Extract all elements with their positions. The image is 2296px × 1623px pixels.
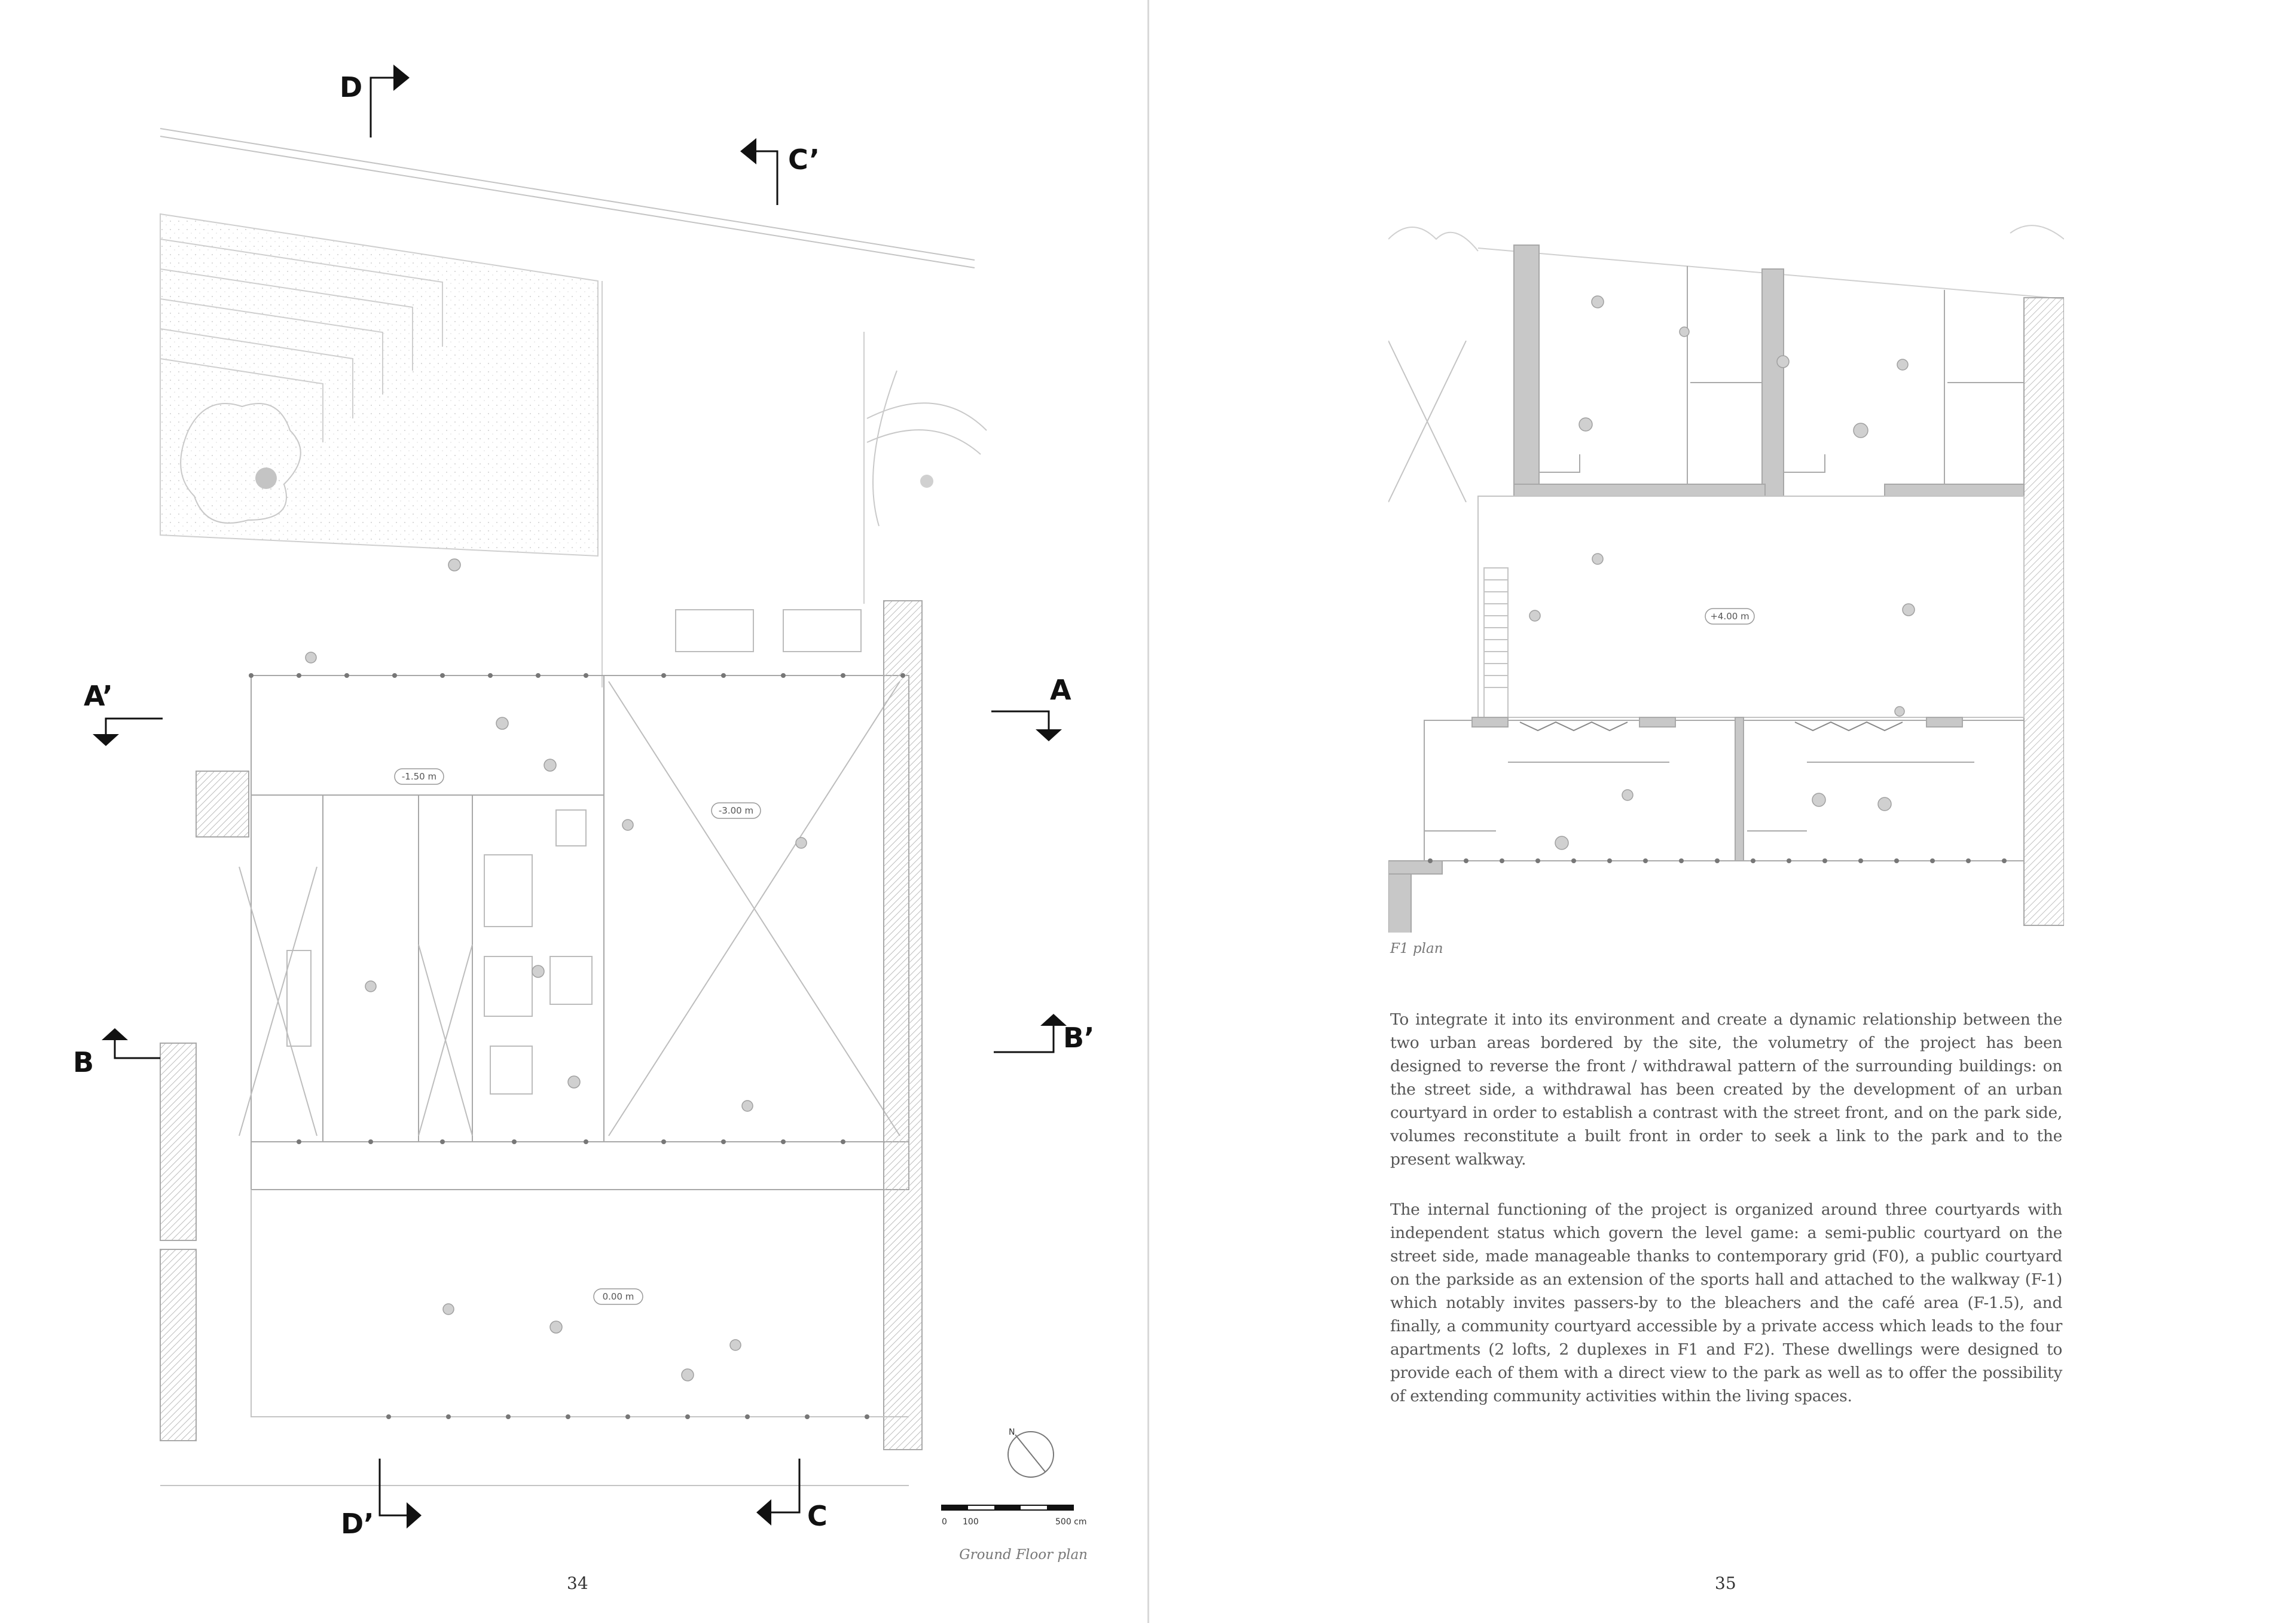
- section-label: C’: [788, 143, 820, 176]
- people-figures: [305, 558, 807, 1381]
- furniture: [286, 609, 862, 1095]
- section-marker-b-prime: B’: [994, 1014, 1095, 1054]
- section-marker-b: B: [73, 1028, 160, 1078]
- level-badge-upper: -1.50 m: [394, 768, 444, 785]
- section-marker-d: D: [340, 65, 410, 137]
- level-badge-community: +4.00 m: [1705, 608, 1755, 625]
- section-label: D’: [341, 1508, 374, 1540]
- hatched-walls: [160, 600, 923, 1450]
- level-label: 0.00 m: [603, 1291, 634, 1302]
- ground-floor-plan: -1.50 m -3.00 m 0.00 m D C’ A’: [73, 65, 1095, 1540]
- functioning-paragraph: The internal functioning of the project …: [1390, 1200, 2062, 1405]
- scale-start: 0: [942, 1517, 947, 1527]
- columns: [1428, 858, 2007, 863]
- columns: [249, 673, 905, 1419]
- sports-hall-void: [239, 681, 900, 1136]
- street-edge: [160, 128, 975, 268]
- section-label: C: [807, 1500, 828, 1532]
- f1-plan-drawing: +4.00 m: [1388, 225, 2064, 933]
- lower-units: [1424, 720, 2025, 861]
- building-outline: [251, 675, 909, 1190]
- people-figures: [1529, 295, 1915, 850]
- section-label: A’: [84, 680, 113, 712]
- section-marker-c-prime: C’: [740, 138, 820, 205]
- left-page: -1.50 m -3.00 m 0.00 m D C’ A’: [73, 65, 1095, 1593]
- plan-caption: Ground Floor plan: [959, 1547, 1088, 1563]
- section-label: B: [73, 1046, 94, 1078]
- north-label: N: [1009, 1428, 1015, 1437]
- scale-bar: 0 100 500 cm: [941, 1505, 1087, 1527]
- page-spine: [1147, 0, 1149, 1623]
- community-courtyard: [1388, 340, 2025, 718]
- section-marker-d-prime: D’: [341, 1459, 422, 1540]
- section-marker-a: A: [991, 674, 1071, 741]
- level-badge-hall: -3.00 m: [711, 802, 761, 819]
- walls: [1388, 244, 2064, 933]
- scale-end: 500 cm: [1055, 1517, 1087, 1527]
- level-label: +4.00 m: [1710, 611, 1749, 622]
- scale-mid: 100: [963, 1517, 979, 1527]
- level-label: -3.00 m: [719, 805, 753, 816]
- north-arrow: N: [1007, 1428, 1054, 1478]
- zigzag-facade: [1519, 721, 1903, 732]
- greenery: [1388, 225, 2064, 299]
- level-label: -1.50 m: [402, 771, 436, 782]
- section-marker-c: C: [756, 1459, 828, 1532]
- level-badge-street: 0.00 m: [593, 1288, 643, 1305]
- page-number: 34: [567, 1573, 588, 1593]
- terraced-planting: [160, 213, 865, 687]
- right-page: +4.00 m F1 plan To integrate it into its…: [1149, 0, 2296, 1623]
- section-marker-a-prime: A’: [84, 680, 163, 746]
- trees: [180, 370, 987, 527]
- street-courtyard: [160, 1190, 909, 1486]
- section-label: A: [1050, 674, 1071, 706]
- section-label: D: [340, 71, 362, 103]
- lower-walls: [1471, 717, 1963, 861]
- partitions: [1539, 266, 2024, 484]
- section-label: B’: [1063, 1022, 1095, 1054]
- plan-caption: F1 plan: [1390, 941, 1443, 956]
- intro-paragraph: To integrate it into its environment and…: [1390, 1010, 2062, 1169]
- page-number: 35: [1715, 1573, 1736, 1593]
